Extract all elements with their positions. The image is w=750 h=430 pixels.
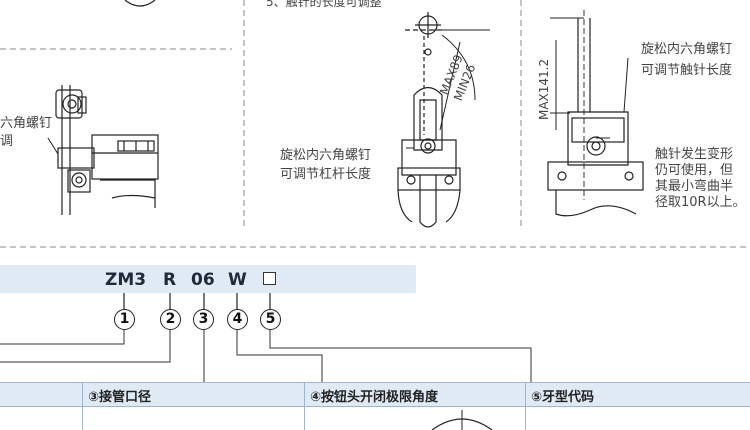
col-separator-1 [82,382,83,430]
col-separator-2 [304,382,305,430]
code-number-2: 2 [160,309,181,330]
right-label-line2: 可调节触针长度 [641,63,733,78]
right-note-line2: 仍可使用，但 [655,163,734,178]
left-label-line2: 调 [0,134,14,149]
middle-label-line2: 可调节杠杆长度 [280,167,372,182]
left-label-line1: 六角螺钉 [0,116,53,131]
model-code-part-3: 06 [191,270,215,290]
right-note-line4: 径取10R以上。 [655,195,746,210]
section-heading: 5、触针的长度可调整 [266,0,382,9]
code-number-3: 3 [193,309,214,330]
model-code-bar [0,265,416,293]
model-code-part-2: R [163,270,177,290]
middle-switch-drawing [397,12,490,228]
code-number-5: 5 [260,309,281,330]
right-switch-drawing [547,10,644,217]
right-note-line3: 其最小弯曲半 [655,179,734,194]
col-separator-3 [525,382,526,430]
right-note-line1: 触针发生变形 [655,147,734,162]
table-header [0,382,750,407]
table-col-angle: ④按钮头开闭极限角度 [310,390,439,405]
table-col-pipe-size: ③接管口径 [88,390,152,405]
table-col-thread: ⑤牙型代码 [531,390,595,405]
right-label-line1: 旋松内六角螺钉 [641,42,733,57]
middle-label-line1: 旋松内六角螺钉 [280,148,372,163]
model-code-empty-box [263,272,276,285]
right-dim-max: MAX141.2 [537,58,551,120]
code-number-4: 4 [227,309,248,330]
model-code-part-1: ZM3 [105,270,147,290]
table-leaders [0,330,532,382]
code-number-1: 1 [114,309,135,330]
model-code-part-4: W [228,270,247,290]
left-switch-drawing [47,0,159,215]
code-connectors [123,293,271,310]
